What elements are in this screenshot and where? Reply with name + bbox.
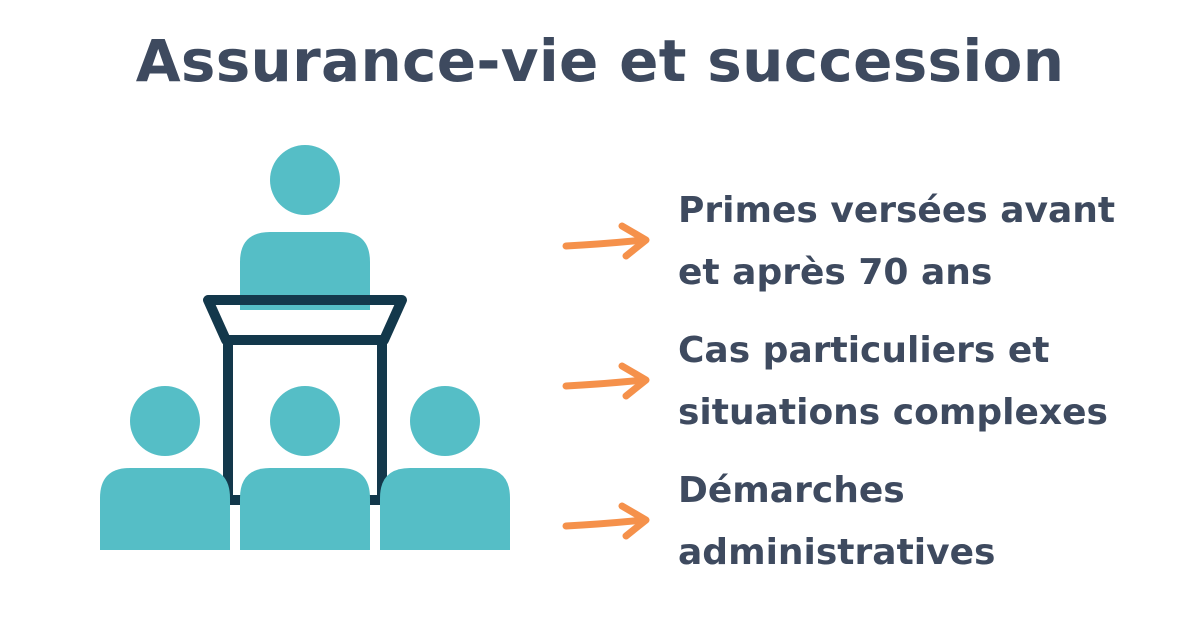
audience-body-center bbox=[240, 468, 370, 550]
topics-list: Primes versées avant et après 70 ans Cas… bbox=[560, 180, 1180, 600]
speaker-head bbox=[270, 145, 340, 215]
page-title: Assurance-vie et succession bbox=[135, 27, 1065, 95]
speaker-podium-audience-icon bbox=[90, 140, 530, 560]
list-item-line: Cas particuliers et bbox=[678, 330, 1050, 371]
list-item-text: Primes versées avant et après 70 ans bbox=[678, 180, 1178, 304]
audience-body-right bbox=[380, 468, 510, 550]
audience-body-left bbox=[100, 468, 230, 550]
list-item-text: Démarches administratives bbox=[678, 460, 1178, 584]
list-item: Primes versées avant et après 70 ans bbox=[560, 180, 1180, 320]
list-item-line: administratives bbox=[678, 532, 996, 573]
arrow-right-icon bbox=[562, 362, 650, 400]
speaker-body bbox=[240, 232, 370, 310]
list-item: Démarches administratives bbox=[560, 460, 1180, 600]
list-item-line: Primes versées avant bbox=[678, 190, 1116, 231]
list-item-line: situations complexes bbox=[678, 392, 1108, 433]
audience-head-center bbox=[270, 386, 340, 456]
list-item: Cas particuliers et situations complexes bbox=[560, 320, 1180, 460]
audience-head-right bbox=[410, 386, 480, 456]
list-item-line: et après 70 ans bbox=[678, 252, 993, 293]
list-item-text: Cas particuliers et situations complexes bbox=[678, 320, 1178, 444]
audience-head-left bbox=[130, 386, 200, 456]
list-item-line: Démarches bbox=[678, 470, 905, 511]
arrow-right-icon bbox=[562, 502, 650, 540]
arrow-right-icon bbox=[562, 222, 650, 260]
